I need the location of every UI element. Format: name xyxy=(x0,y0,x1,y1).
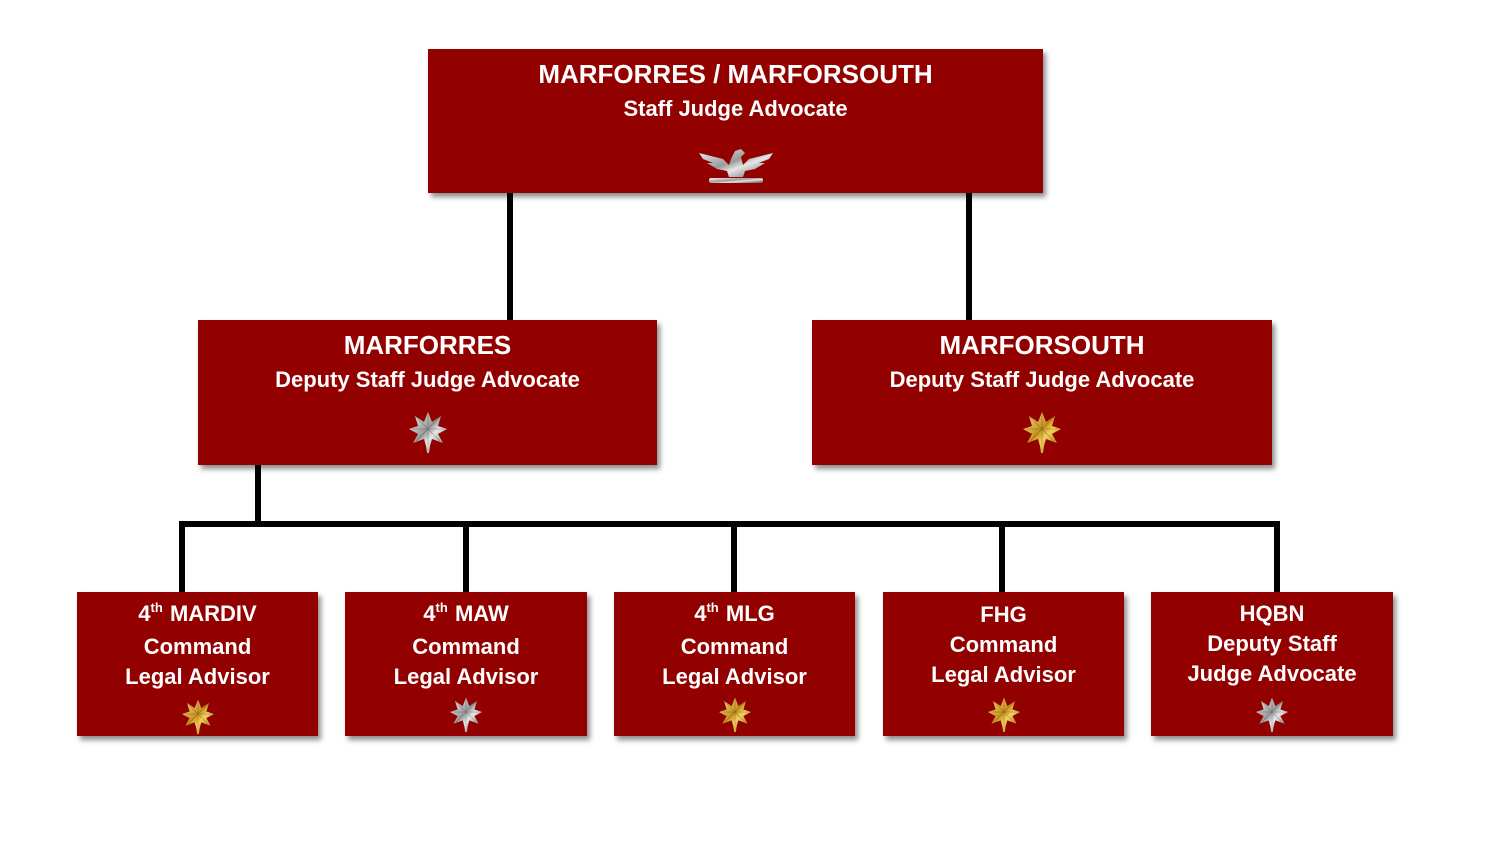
gold-oak-leaf-icon xyxy=(987,696,1021,733)
gold-oak-leaf-icon xyxy=(718,696,752,733)
org-box-marforsouth-dsja: MARFORSOUTH Deputy Staff Judge Advocate xyxy=(812,320,1272,465)
box-title: 4th MLG xyxy=(694,600,775,626)
box-title: MARFORRES / MARFORSOUTH xyxy=(538,59,933,89)
connector-top-left xyxy=(507,193,513,321)
org-box-top-sja: MARFORRES / MARFORSOUTH Staff Judge Advo… xyxy=(428,49,1043,193)
box-line-2: Deputy Staff xyxy=(1207,631,1337,656)
silver-oak-leaf-icon xyxy=(1255,696,1289,733)
box-title: 4th MAW xyxy=(423,600,509,626)
box-title: FHG xyxy=(980,602,1027,627)
org-box-4th-mlg: 4th MLG Command Legal Advisor xyxy=(614,592,855,736)
silver-oak-leaf-icon xyxy=(449,696,483,733)
box-title: HQBN xyxy=(1239,601,1305,626)
box-line-2: Command xyxy=(949,632,1058,657)
connector-marforres-down xyxy=(255,465,261,527)
box-line-3: Legal Advisor xyxy=(125,664,270,689)
connector-drop-4 xyxy=(999,521,1005,593)
box-title: MARFORRES xyxy=(343,330,512,360)
box-subtitle: Deputy Staff Judge Advocate xyxy=(275,367,580,392)
connector-horizontal-bus xyxy=(179,521,1280,527)
connector-drop-3 xyxy=(731,521,737,593)
silver-oak-leaf-icon xyxy=(408,410,448,454)
box-line-2: Command xyxy=(680,634,789,659)
box-line-3: Legal Advisor xyxy=(931,662,1076,687)
box-line-3: Legal Advisor xyxy=(393,664,539,689)
gold-oak-leaf-icon xyxy=(181,698,215,735)
silver-eagle-icon xyxy=(697,145,775,187)
box-subtitle: Deputy Staff Judge Advocate xyxy=(889,367,1195,392)
box-subtitle: Staff Judge Advocate xyxy=(623,96,848,121)
box-line-2: Command xyxy=(412,634,520,659)
box-title: MARFORSOUTH xyxy=(939,330,1145,360)
box-line-2: Command xyxy=(143,634,252,659)
box-line-3: Legal Advisor xyxy=(662,664,807,689)
box-line-3: Judge Advocate xyxy=(1187,661,1357,686)
gold-oak-leaf-icon xyxy=(1022,410,1062,454)
org-box-4th-mardiv: 4th MARDIV Command Legal Advisor xyxy=(77,592,318,736)
org-box-hqbn: HQBN Deputy Staff Judge Advocate xyxy=(1151,592,1393,736)
connector-drop-2 xyxy=(463,521,469,593)
box-title: 4th MARDIV xyxy=(138,600,257,626)
connector-drop-1 xyxy=(179,521,185,593)
org-box-marforres-dsja: MARFORRES Deputy Staff Judge Advocate xyxy=(198,320,657,465)
org-box-4th-maw: 4th MAW Command Legal Advisor xyxy=(345,592,587,736)
connector-top-right xyxy=(966,193,972,321)
connector-drop-5 xyxy=(1274,521,1280,593)
org-box-fhg: FHG Command Legal Advisor xyxy=(883,592,1124,736)
